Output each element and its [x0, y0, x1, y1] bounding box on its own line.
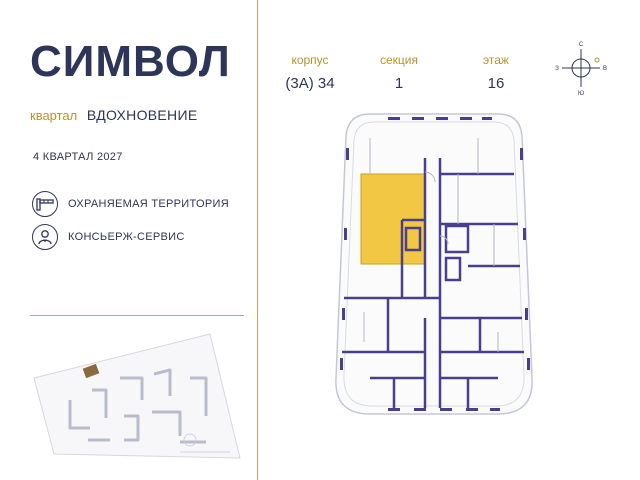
building-label: корпус [291, 53, 329, 67]
feature-security: ОХРАНЯЕМАЯ ТЕРРИТОРИЯ [32, 191, 229, 217]
floor-value: 16 [487, 75, 505, 92]
current-building-marker [82, 363, 100, 379]
feature-concierge-label: КОНСЬЕРЖ-СЕРВИС [68, 231, 185, 243]
district-name: ВДОХНОВЕНИЕ [86, 107, 198, 123]
info-section: секция 1 [349, 53, 449, 92]
district: квартал ВДОХНОВЕНИЕ [30, 107, 197, 123]
feature-concierge: КОНСЬЕРЖ-СЕРВИС [32, 224, 185, 250]
vertical-divider [257, 0, 258, 480]
completion-date: 4 КВАРТАЛ 2027 [33, 151, 123, 163]
barrier-icon [32, 191, 58, 217]
building-value: (3А) 34 [285, 75, 335, 92]
compass-west: З [555, 66, 559, 72]
window-marks [340, 117, 530, 411]
compass-north: С [579, 42, 584, 48]
section-label: секция [380, 53, 418, 67]
info-building: корпус (3А) 34 [260, 53, 360, 92]
info-floor: этаж 16 [446, 53, 546, 92]
brand-logo: СИМВОЛ [30, 37, 231, 86]
floor-plan [335, 113, 533, 415]
plan-walls [342, 158, 524, 408]
left-panel: СИМВОЛ квартал ВДОХНОВЕНИЕ 4 КВАРТАЛ 202… [0, 0, 258, 480]
feature-security-label: ОХРАНЯЕМАЯ ТЕРРИТОРИЯ [68, 198, 229, 210]
plan-details [363, 138, 499, 352]
divider [30, 315, 244, 316]
compass-south: Ю [578, 91, 584, 96]
section-value: 1 [394, 75, 404, 92]
concierge-icon [32, 224, 58, 250]
compass-east: В [603, 66, 607, 72]
district-label: квартал [30, 108, 78, 123]
floor-label: этаж [483, 53, 509, 67]
compass-icon: С Ю З В [555, 42, 607, 96]
site-minimap [33, 333, 241, 459]
